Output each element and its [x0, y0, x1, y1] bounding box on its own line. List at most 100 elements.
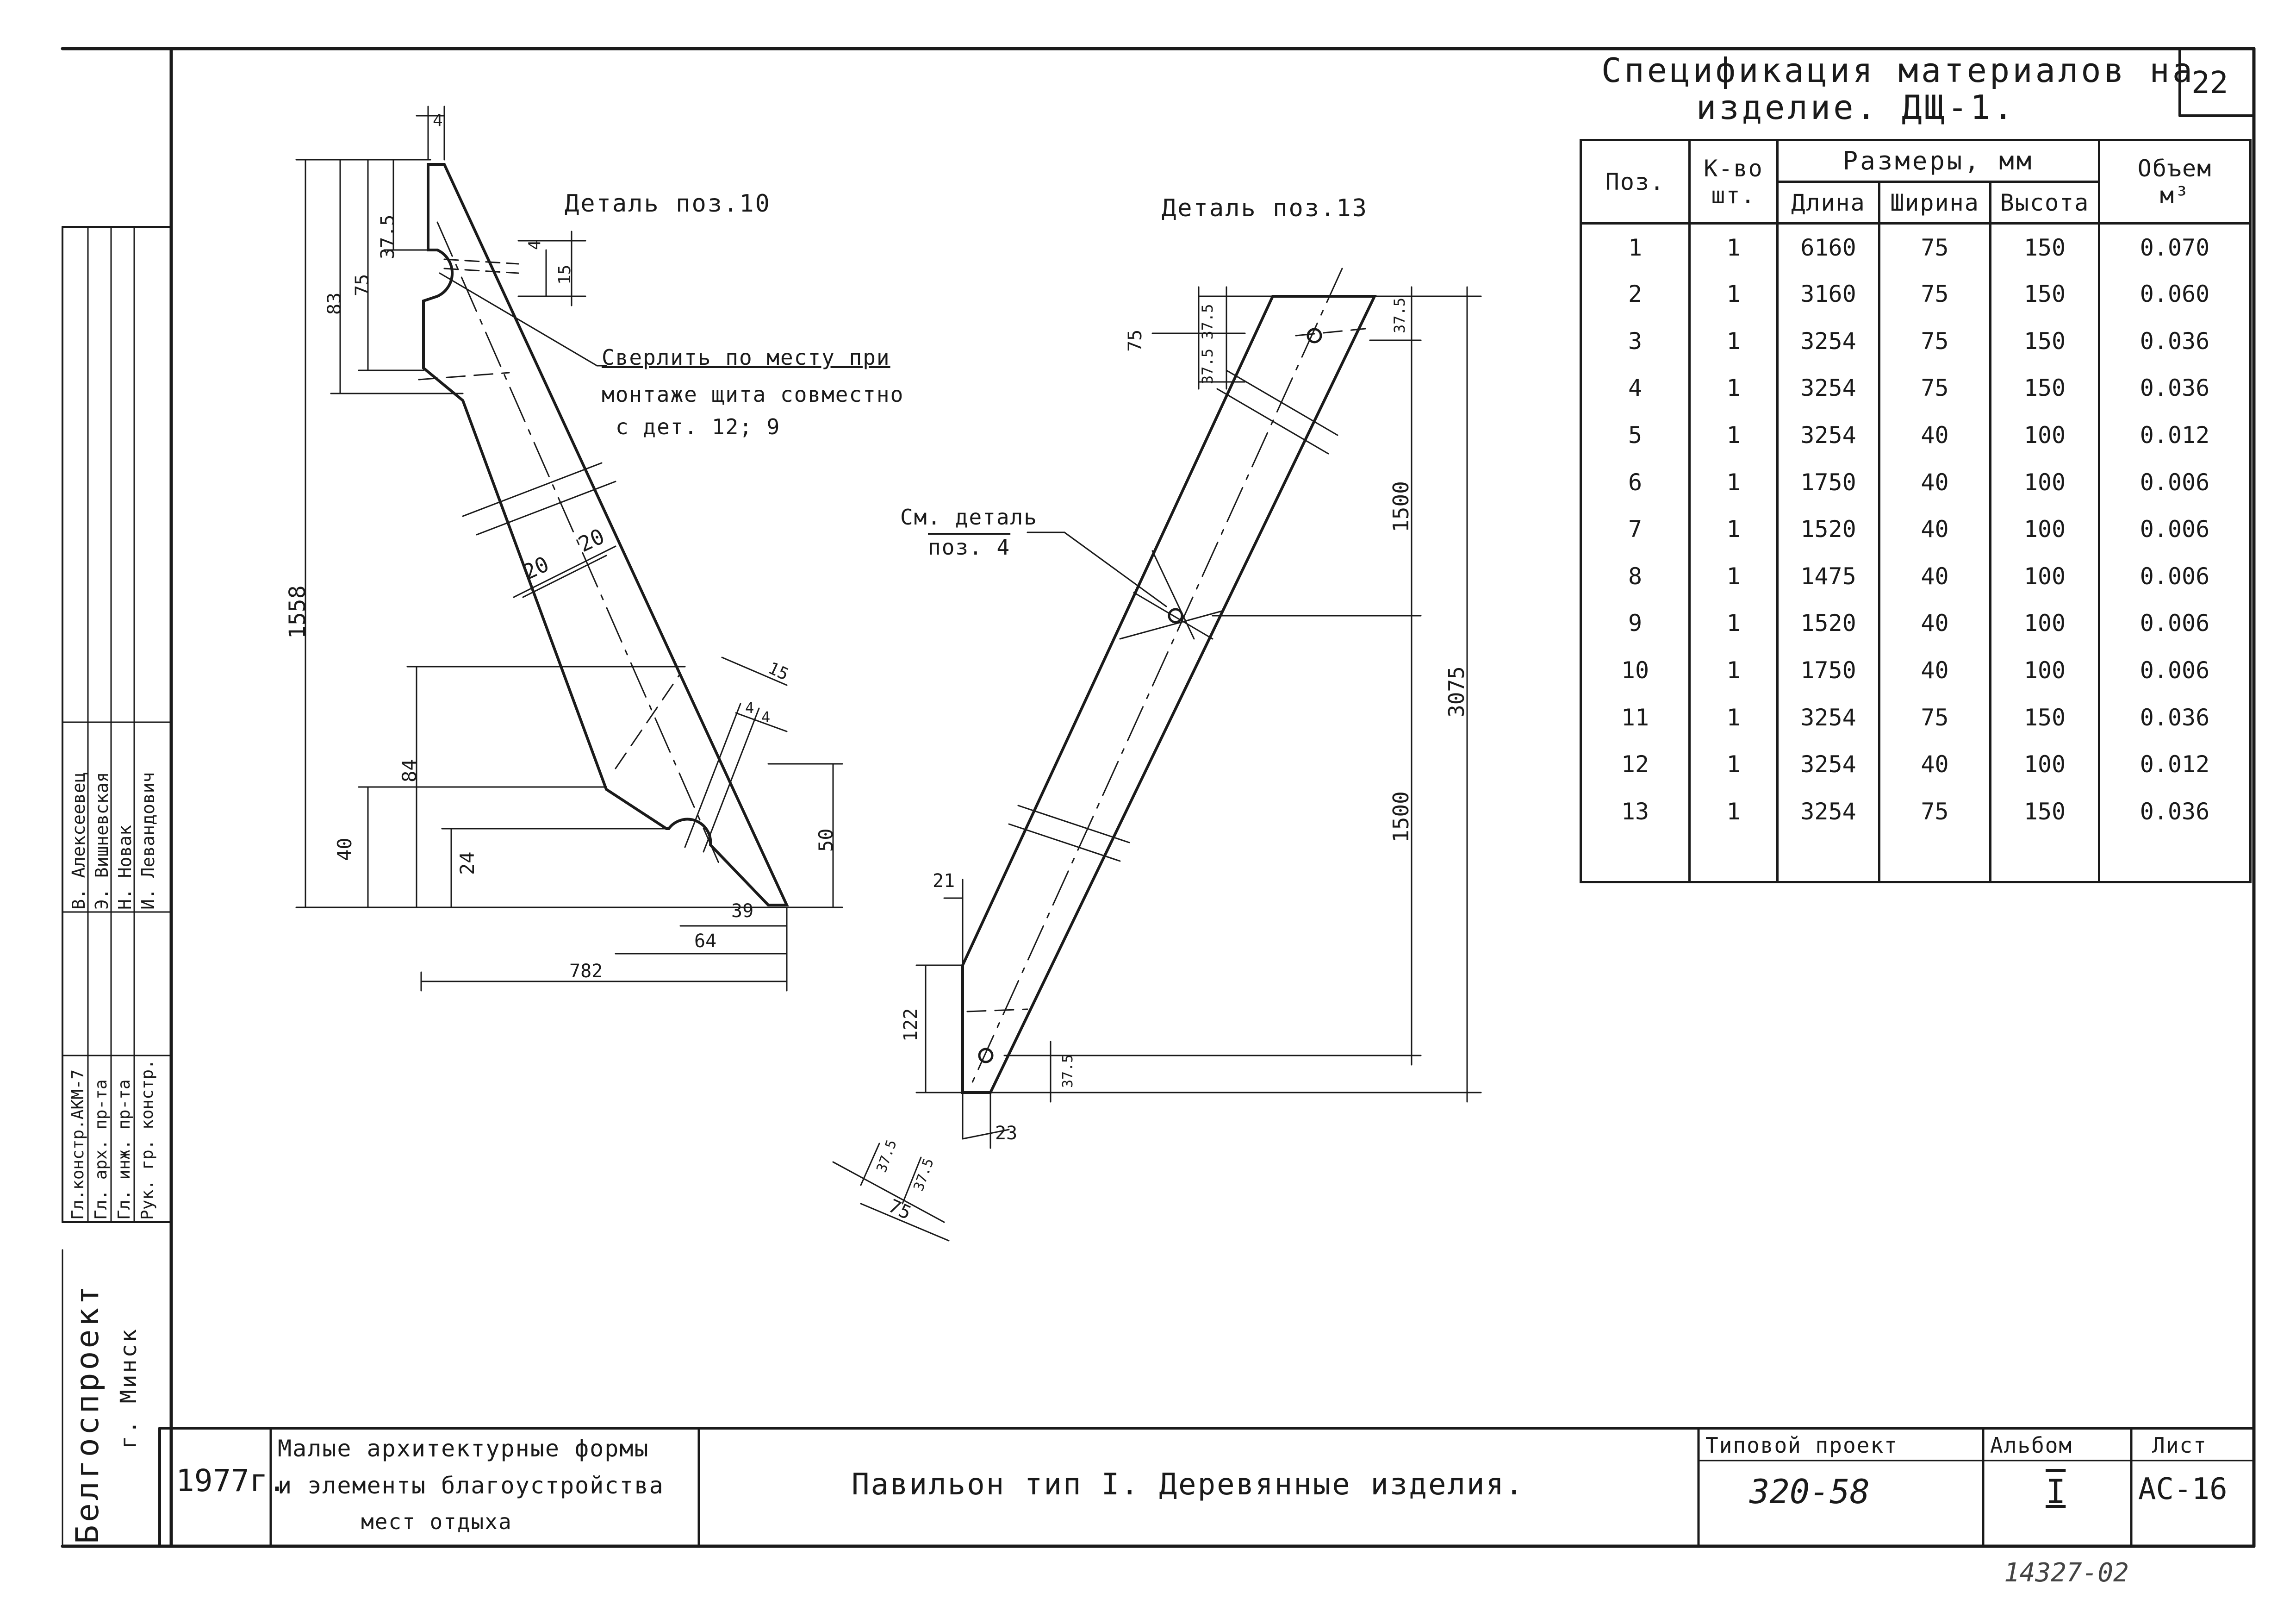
cell-height: 100: [1989, 412, 2101, 459]
archive-number: 14327-02: [2004, 1558, 2129, 1588]
cell-height: 100: [1989, 506, 2101, 553]
cell-width: 75: [1878, 788, 1991, 835]
cell-pos: 4: [1580, 364, 1691, 412]
spec-title-line2: изделие. ДЩ-1.: [1696, 88, 2016, 127]
dim13-d122: 122: [900, 1008, 921, 1042]
cell-pos: 8: [1580, 552, 1691, 600]
cell-qty: 1: [1688, 788, 1779, 835]
dim-d782: 782: [569, 961, 603, 982]
cell-width: 40: [1878, 647, 1991, 694]
header-width: Ширина: [1878, 181, 1991, 225]
cell-length: 1475: [1776, 552, 1880, 600]
detail13-see-line1: См. деталь: [900, 505, 1038, 530]
cell-pos: 1: [1580, 223, 1691, 271]
tb-drawing-title: Павильон тип I. Деревянные изделия.: [852, 1468, 1524, 1502]
cell-pos: 12: [1580, 741, 1691, 788]
cell-length: 3254: [1776, 693, 1880, 741]
header-qty: К-во шт.: [1688, 139, 1779, 225]
cell-length: 3254: [1776, 364, 1880, 412]
cell-pos: 10: [1580, 647, 1691, 694]
side-role-2: Гл. арх. пр-та: [92, 1079, 111, 1220]
cell-pos: 7: [1580, 506, 1691, 553]
cell-width: 40: [1878, 412, 1991, 459]
cell-volume: 0.036: [2098, 364, 2252, 412]
dim13-d1500b: 1500: [1388, 791, 1413, 843]
cell-volume: 0.006: [2098, 506, 2252, 553]
cell-pos: 11: [1580, 693, 1691, 741]
cell-width: 40: [1878, 458, 1991, 506]
cell-width: 40: [1878, 741, 1991, 788]
dim13-d375b: 37.5: [1060, 1054, 1076, 1088]
tb-year: 1977г.: [176, 1463, 286, 1499]
cell-length: 3254: [1776, 788, 1880, 835]
detail13-title: Деталь поз.13: [1162, 194, 1368, 222]
header-volume-line2: м³: [2159, 181, 2190, 209]
cell-width: 40: [1878, 600, 1991, 647]
detail10-note-line3: с дет. 12; 9: [616, 414, 781, 439]
detail10-title: Деталь поз.10: [565, 190, 771, 218]
cell-empty: [1989, 835, 2101, 883]
dim-d4d: 4: [745, 699, 754, 717]
cell-qty: 1: [1688, 693, 1779, 741]
dim-d50: 50: [815, 828, 837, 852]
detail13-see-line2: поз. 4: [928, 535, 1011, 560]
dim13-d375: 37.5: [1391, 297, 1408, 333]
cell-qty: 1: [1688, 741, 1779, 788]
cell-length: 1750: [1776, 647, 1880, 694]
cell-width: 75: [1878, 270, 1991, 318]
cell-height: 100: [1989, 458, 2101, 506]
side-role-4: Рук. гр. констр.: [138, 1059, 157, 1220]
side-role-1: Гл.констр.АКМ-7: [68, 1069, 87, 1220]
cell-width: 75: [1878, 693, 1991, 741]
dim-d40: 40: [333, 837, 356, 861]
cell-height: 150: [1989, 223, 2101, 271]
tb-sheet-label: Лист: [2152, 1433, 2207, 1458]
header-volume: Объем м³: [2098, 139, 2252, 225]
header-volume-line1: Объем: [2137, 155, 2212, 182]
header-height: Высота: [1989, 181, 2101, 225]
dim13-d3075: 3075: [1444, 666, 1469, 718]
tb-subject-line1: Малые архитектурные формы: [278, 1435, 649, 1462]
cell-height: 100: [1989, 552, 2101, 600]
cell-empty: [1878, 835, 1991, 883]
cell-pos: 6: [1580, 458, 1691, 506]
cell-volume: 0.006: [2098, 647, 2252, 694]
dim-d24: 24: [456, 851, 479, 875]
cell-length: 3254: [1776, 317, 1880, 365]
cell-height: 150: [1989, 788, 2101, 835]
cell-width: 75: [1878, 364, 1991, 412]
spec-title-line1: Спецификация материалов на: [1601, 51, 2196, 90]
cell-width: 75: [1878, 317, 1991, 365]
cell-qty: 1: [1688, 506, 1779, 553]
dim-d64: 64: [694, 931, 717, 952]
tb-album-value: I: [2046, 1472, 2066, 1511]
header-qty-line1: К-во: [1704, 155, 1763, 182]
tb-project-value: 320-58: [1749, 1472, 1870, 1511]
tb-subject-line3: мест отдыха: [361, 1509, 512, 1534]
cell-width: 40: [1878, 506, 1991, 553]
cell-empty: [1776, 835, 1880, 883]
dim-d4b: 4: [525, 240, 544, 250]
cell-volume: 0.012: [2098, 741, 2252, 788]
cell-qty: 1: [1688, 647, 1779, 694]
cell-qty: 1: [1688, 317, 1779, 365]
cell-length: 3254: [1776, 412, 1880, 459]
cell-pos: 13: [1580, 788, 1691, 835]
dim-d4c: 4: [761, 708, 771, 726]
cell-qty: 1: [1688, 458, 1779, 506]
cell-empty: [1580, 835, 1691, 883]
cell-width: 40: [1878, 552, 1991, 600]
cell-volume: 0.036: [2098, 788, 2252, 835]
dim13-d75: 75: [1125, 329, 1146, 352]
cell-width: 75: [1878, 223, 1991, 271]
cell-height: 100: [1989, 600, 2101, 647]
cell-qty: 1: [1688, 552, 1779, 600]
